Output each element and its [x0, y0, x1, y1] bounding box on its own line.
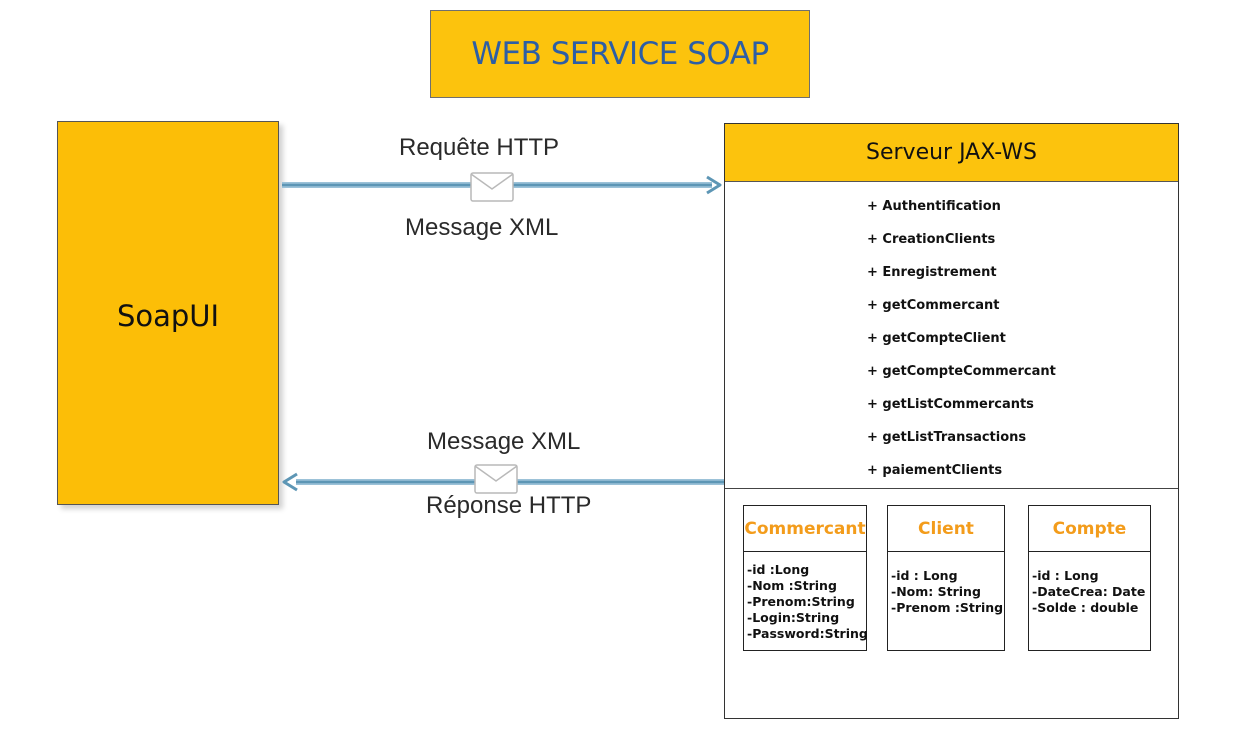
- entity-attribute: -Prenom:String: [747, 594, 855, 609]
- request-bottom-label: Message XML: [405, 214, 559, 241]
- entity-attribute: -Login:String: [747, 610, 840, 625]
- method-item: + CreationClients: [867, 232, 996, 247]
- entity-attribute: -Nom: String: [891, 584, 981, 599]
- method-item: + getCompteClient: [867, 331, 1006, 346]
- client-box: SoapUI: [57, 121, 279, 505]
- entity-commercant: Commercant -id :Long -Nom :String -Preno…: [743, 505, 868, 651]
- entity-attribute: -id : Long: [1032, 568, 1099, 583]
- method-item: + Authentification: [867, 199, 1001, 214]
- diagram-title: WEB SERVICE SOAP: [430, 10, 810, 98]
- method-item: + getListCommercants: [867, 397, 1034, 412]
- entity-attribute: -Password:String: [747, 626, 868, 641]
- method-item: + paiementClients: [867, 463, 1003, 478]
- response-top-label: Message XML: [427, 428, 581, 455]
- envelope-icon: [470, 172, 514, 202]
- client-label: SoapUI: [116, 299, 220, 333]
- entity-title: Commercant: [744, 506, 866, 552]
- server-header: Serveur JAX-WS: [725, 124, 1178, 182]
- entity-attribute: -Nom :String: [747, 578, 837, 593]
- entity-title: Client: [888, 506, 1004, 552]
- diagram-title-text: WEB SERVICE SOAP: [471, 36, 769, 72]
- entity-client: Client -id : Long -Nom: String -Prenom :…: [887, 505, 1005, 651]
- server-divider: [725, 488, 1178, 489]
- method-item: + getCommercant: [867, 298, 1000, 313]
- entity-title: Compte: [1029, 506, 1150, 552]
- entity-attribute: -id : Long: [891, 568, 958, 583]
- entity-attribute: -Prenom :String: [891, 600, 1004, 615]
- entity-attribute: -id :Long: [747, 562, 810, 577]
- method-item: + Enregistrement: [867, 265, 997, 280]
- server-box: Serveur JAX-WS + Authentification + Crea…: [724, 123, 1179, 719]
- entity-attribute: -Solde : double: [1032, 600, 1139, 615]
- server-title: Serveur JAX-WS: [866, 140, 1037, 165]
- response-bottom-label: Réponse HTTP: [426, 492, 592, 519]
- request-top-label: Requête HTTP: [399, 134, 560, 161]
- entity-compte: Compte -id : Long -DateCrea: Date -Solde…: [1028, 505, 1151, 651]
- method-item: + getListTransactions: [867, 430, 1027, 445]
- method-item: + getCompteCommercant: [867, 364, 1056, 379]
- envelope-icon: [474, 464, 518, 494]
- entity-attribute: -DateCrea: Date: [1032, 584, 1146, 599]
